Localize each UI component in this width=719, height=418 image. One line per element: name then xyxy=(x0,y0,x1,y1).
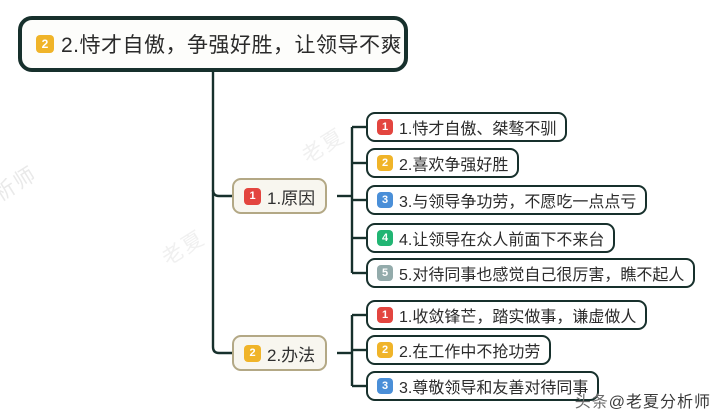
branch-badge: 2 xyxy=(244,344,261,362)
leaf-node[interactable]: 1 1.恃才自傲、桀骜不驯 xyxy=(366,112,568,142)
leaf-node[interactable]: 3 3.尊敬领导和友善对待同事 xyxy=(366,371,600,401)
leaf-badge: 4 xyxy=(377,230,393,246)
leaf-node[interactable]: 3 3.与领导争功劳，不愿吃一点点亏 xyxy=(366,185,648,215)
leaf-node[interactable]: 1 1.收敛锋芒，踏实做事，谦虚做人 xyxy=(366,300,648,330)
leaf-badge: 5 xyxy=(377,265,393,281)
leaf-node[interactable]: 2 2.在工作中不抢功劳 xyxy=(366,335,552,365)
leaf-label: 2.喜欢争强好胜 xyxy=(399,157,509,174)
leaf-badge: 3 xyxy=(377,192,393,208)
branch-node-methods[interactable]: 2 2.办法 xyxy=(232,335,328,371)
leaf-label: 5.对待同事也感觉自己很厉害，瞧不起人 xyxy=(399,267,685,284)
leaf-node[interactable]: 2 2.喜欢争强好胜 xyxy=(366,148,520,178)
root-node[interactable]: 2 2.恃才自傲，争强好胜，让领导不爽 xyxy=(18,16,408,72)
branch-label: 2.办法 xyxy=(267,345,316,365)
leaf-badge: 3 xyxy=(377,378,393,394)
branch-node-reasons[interactable]: 1 1.原因 xyxy=(232,178,328,214)
watermark-middle-lower: 老夏 xyxy=(158,226,210,271)
leaf-label: 3.尊敬领导和友善对待同事 xyxy=(399,380,589,397)
leaf-badge: 2 xyxy=(377,342,393,358)
leaf-node[interactable]: 5 5.对待同事也感觉自己很厉害，瞧不起人 xyxy=(366,258,696,288)
leaf-label: 4.让领导在众人前面下不来台 xyxy=(399,232,605,249)
watermark-middle-upper: 老夏 xyxy=(298,124,350,169)
leaf-label: 1.收敛锋芒，踏实做事，谦虚做人 xyxy=(399,309,637,326)
watermark-author: @老夏分析师 xyxy=(608,394,711,411)
branch-badge: 1 xyxy=(244,187,261,205)
leaf-label: 1.恃才自傲、桀骜不驯 xyxy=(399,121,557,138)
watermark-source: 头条 xyxy=(574,394,609,411)
leaf-badge: 1 xyxy=(377,119,393,135)
root-label: 2.恃才自傲，争强好胜，让领导不爽 xyxy=(61,34,403,57)
leaf-badge: 1 xyxy=(377,307,393,323)
root-badge: 2 xyxy=(36,35,54,53)
watermark-attribution: 头条@老夏分析师 xyxy=(575,388,711,412)
branch-label: 1.原因 xyxy=(267,188,316,208)
watermark-left: 析师 xyxy=(0,162,42,207)
leaf-label: 3.与领导争功劳，不愿吃一点点亏 xyxy=(399,194,637,211)
leaf-label: 2.在工作中不抢功劳 xyxy=(399,344,541,361)
leaf-node[interactable]: 4 4.让领导在众人前面下不来台 xyxy=(366,223,616,253)
leaf-badge: 2 xyxy=(377,155,393,171)
